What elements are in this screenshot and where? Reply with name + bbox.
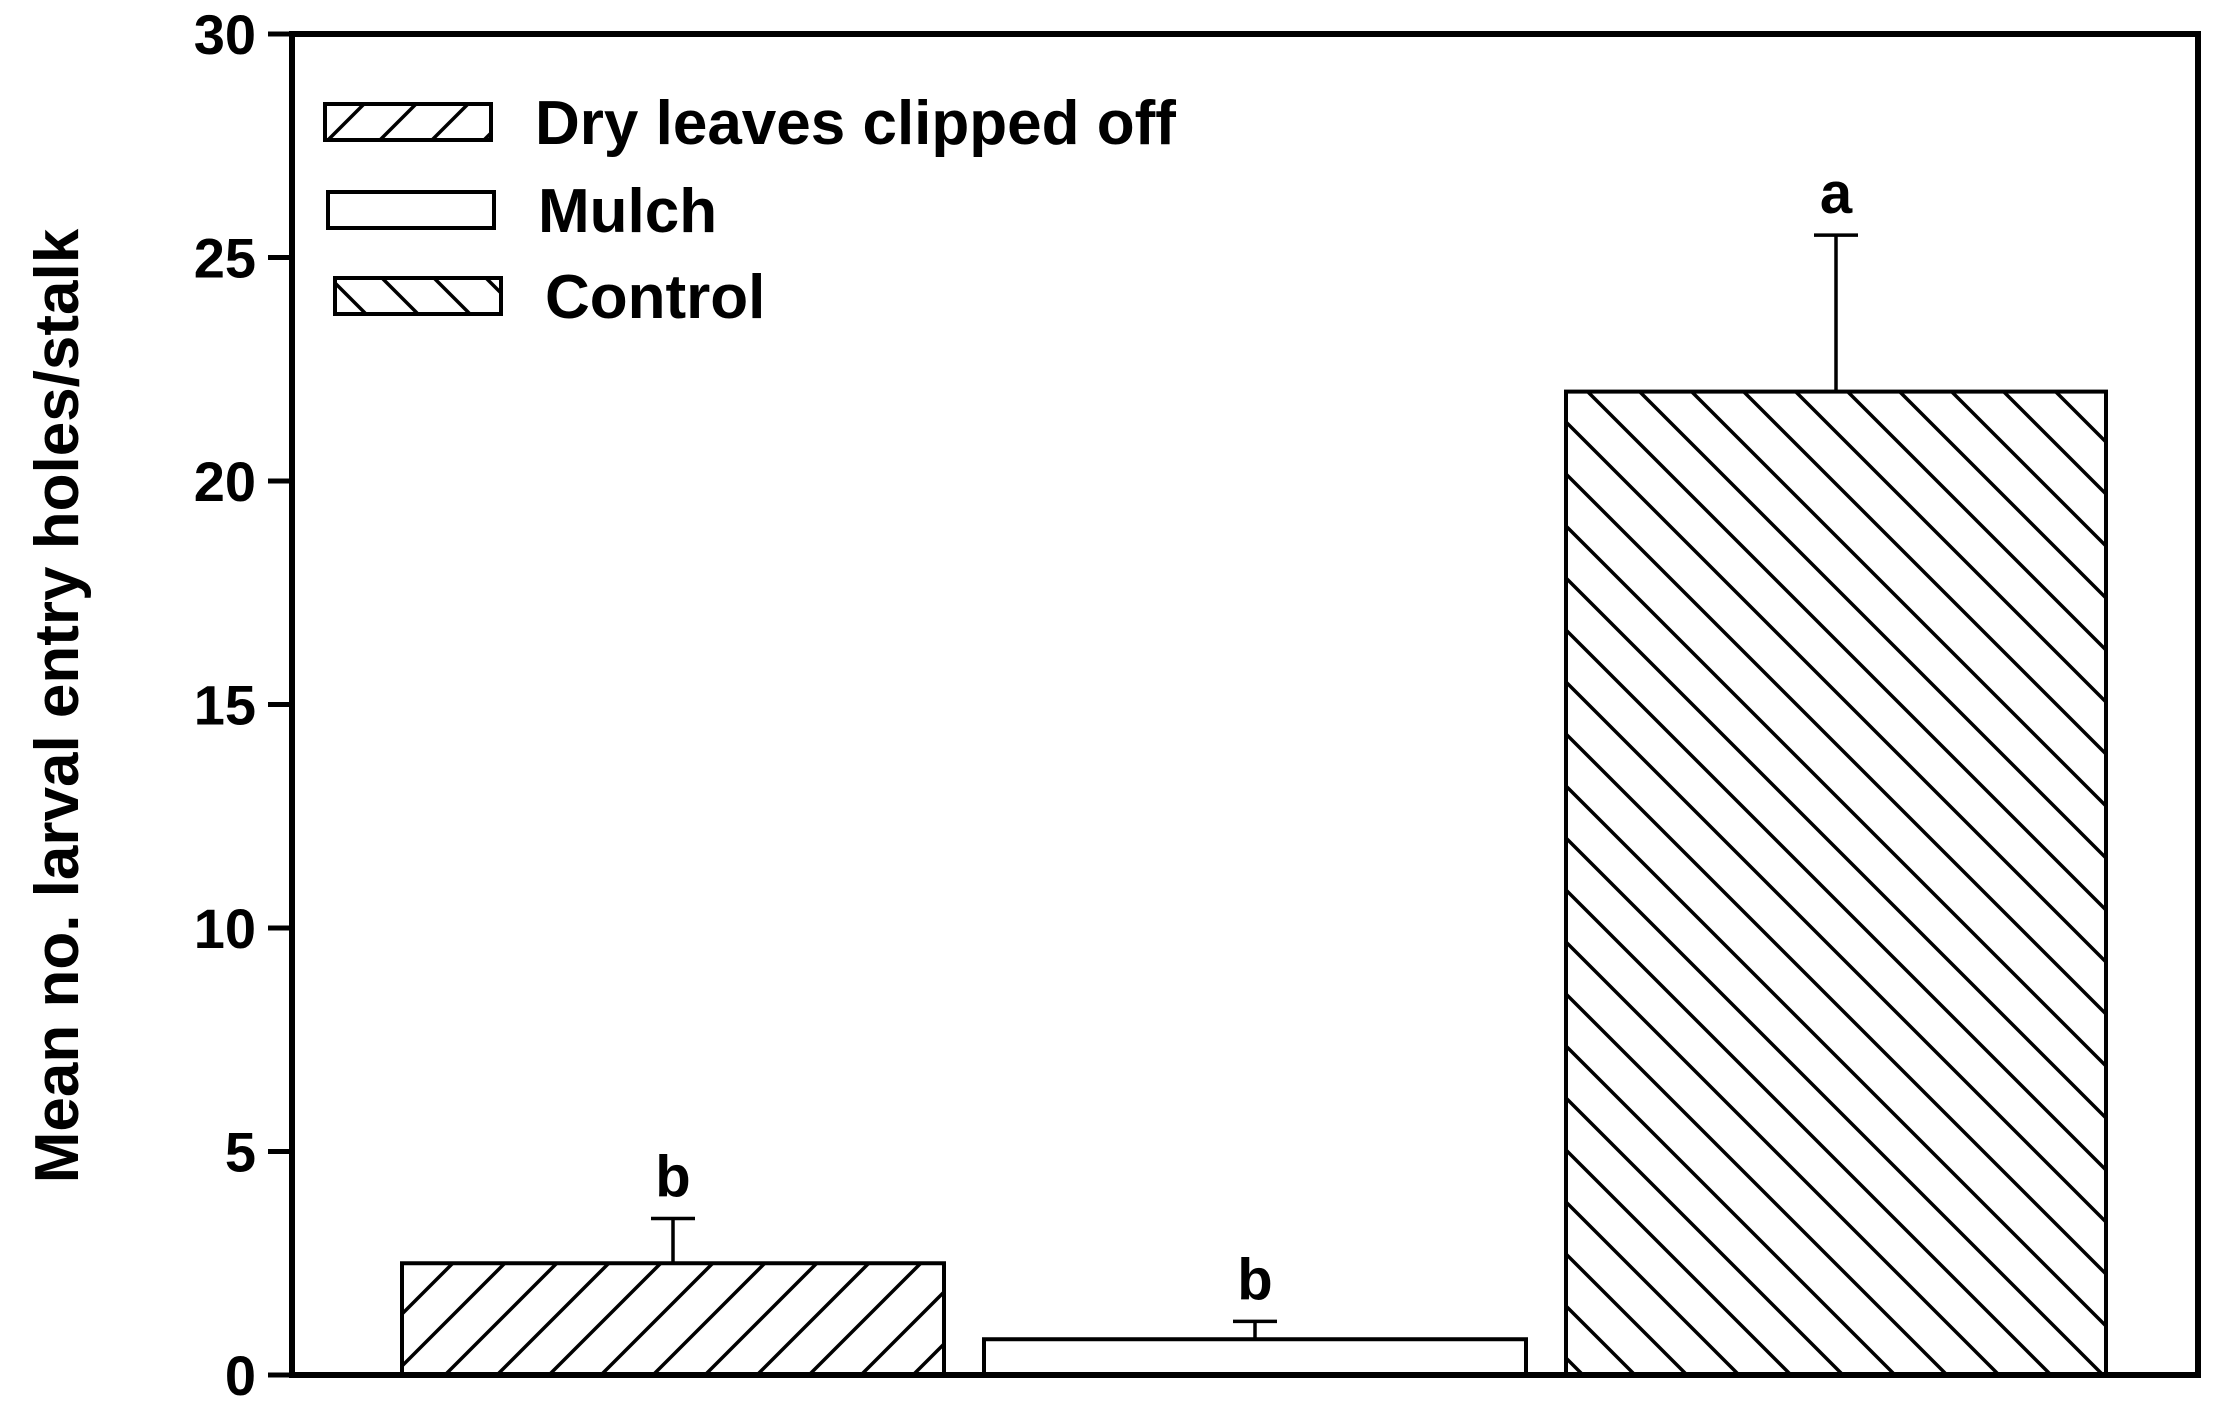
y-tick-label-10: 10 (194, 897, 256, 960)
legend-label-1: Dry leaves clipped off (535, 89, 1176, 158)
bar-1 (400, 1261, 946, 1377)
significance-label-1: b (655, 1145, 690, 1210)
bar-2 (982, 1337, 1528, 1377)
significance-label-2: b (1237, 1247, 1272, 1312)
significance-label-3: a (1820, 161, 1853, 226)
bar-3 (1564, 389, 2108, 1378)
y-tick-label-30: 30 (194, 3, 256, 66)
y-tick-label-0: 0 (225, 1344, 256, 1407)
y-axis-label: Mean no. larval entry holes/stalk (23, 228, 92, 1183)
legend-swatch-1 (323, 102, 493, 142)
legend-label-3: Control (545, 263, 765, 332)
legend-swatch-2 (326, 190, 496, 230)
y-tick-label-20: 20 (194, 450, 256, 513)
y-tick-label-5: 5 (225, 1121, 256, 1184)
legend-swatch-3 (333, 276, 503, 316)
legend-label-2: Mulch (538, 177, 717, 246)
y-tick-label-25: 25 (194, 227, 256, 290)
y-tick-label-15: 15 (194, 674, 256, 737)
